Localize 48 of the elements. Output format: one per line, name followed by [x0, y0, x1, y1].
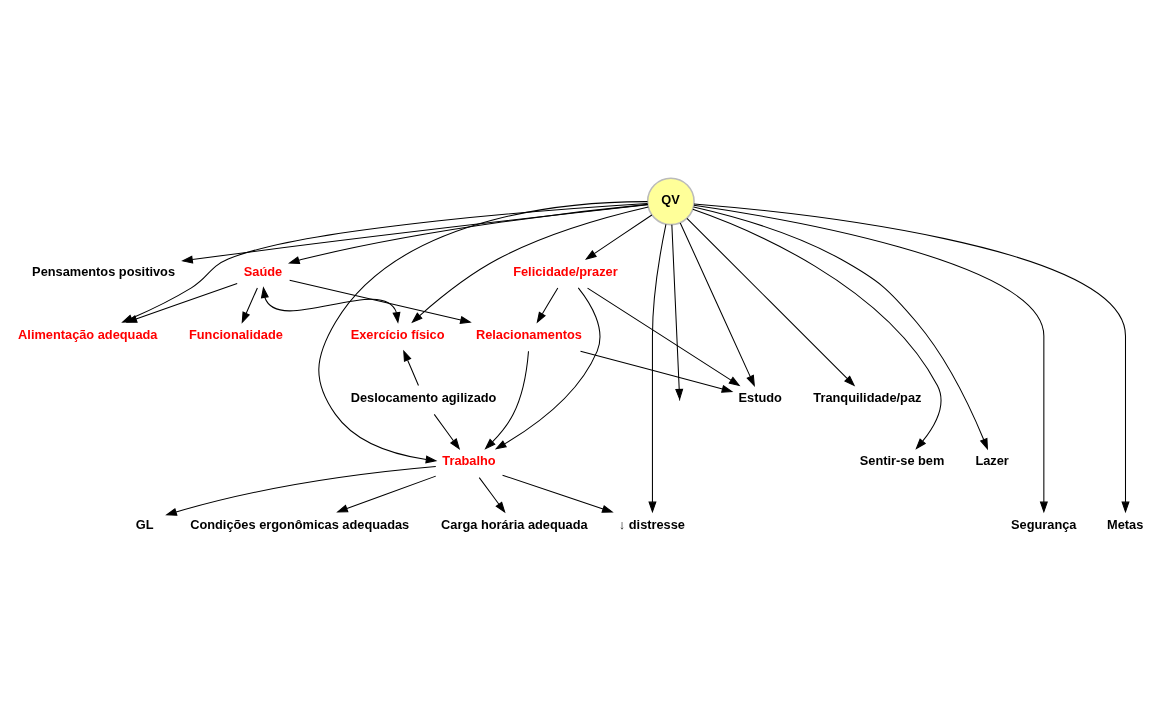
- arrow: [241, 287, 258, 324]
- arrow: [584, 214, 653, 260]
- node-text: Funcionalidade: [188, 326, 283, 342]
- arrow: [671, 224, 684, 401]
- arrow: [318, 201, 649, 464]
- arrow: [478, 477, 506, 514]
- arrow: [494, 287, 601, 450]
- arrow: [693, 204, 1048, 514]
- node-text: Metas: [1107, 516, 1144, 532]
- node-text: Exercício físico: [350, 326, 445, 342]
- arrow: [536, 287, 559, 324]
- arrow: [181, 204, 649, 264]
- arrow: [288, 203, 649, 265]
- node-text: Sentir-se bem: [859, 453, 945, 469]
- node-text: ↓ distresse: [618, 516, 685, 532]
- node-text: Felicidade/prazer: [513, 263, 618, 279]
- node-text: Carga horária adequada: [441, 516, 588, 532]
- node-text: GL: [135, 516, 154, 532]
- arrow: [484, 350, 529, 450]
- arrow: [411, 206, 649, 324]
- arrow: [693, 203, 1130, 514]
- node-text: Estudo: [738, 390, 782, 406]
- node-text: Lazer: [975, 453, 1009, 469]
- arrow: [289, 279, 472, 324]
- arrow: [165, 465, 437, 516]
- node-text: Tranquilidade/paz: [813, 390, 922, 406]
- arrow: [433, 413, 461, 450]
- arrow: [580, 350, 734, 393]
- arrow: [260, 286, 401, 324]
- arrow: [587, 287, 741, 387]
- node-text: Condições ergonômicas adequadas: [190, 516, 410, 532]
- arrow: [693, 206, 988, 451]
- arrow: [336, 475, 437, 513]
- arrow: [686, 217, 856, 387]
- arrow: [679, 222, 755, 387]
- arrow: [648, 223, 667, 514]
- node-text: Segurança: [1011, 516, 1077, 532]
- node-text: Saúde: [243, 263, 283, 279]
- node-text: Alimentação adequada: [18, 326, 158, 342]
- arrow: [125, 282, 238, 323]
- node-text: Deslocamento agilizado: [350, 390, 497, 406]
- arrow: [692, 208, 942, 450]
- node-text: Trabalho: [442, 453, 496, 469]
- node-circle: QV: [646, 177, 695, 226]
- arrow: [502, 474, 614, 513]
- node-text: Relacionamentos: [475, 326, 582, 342]
- node-text: Pensamentos positivos: [32, 263, 176, 279]
- arrow: [403, 349, 419, 386]
